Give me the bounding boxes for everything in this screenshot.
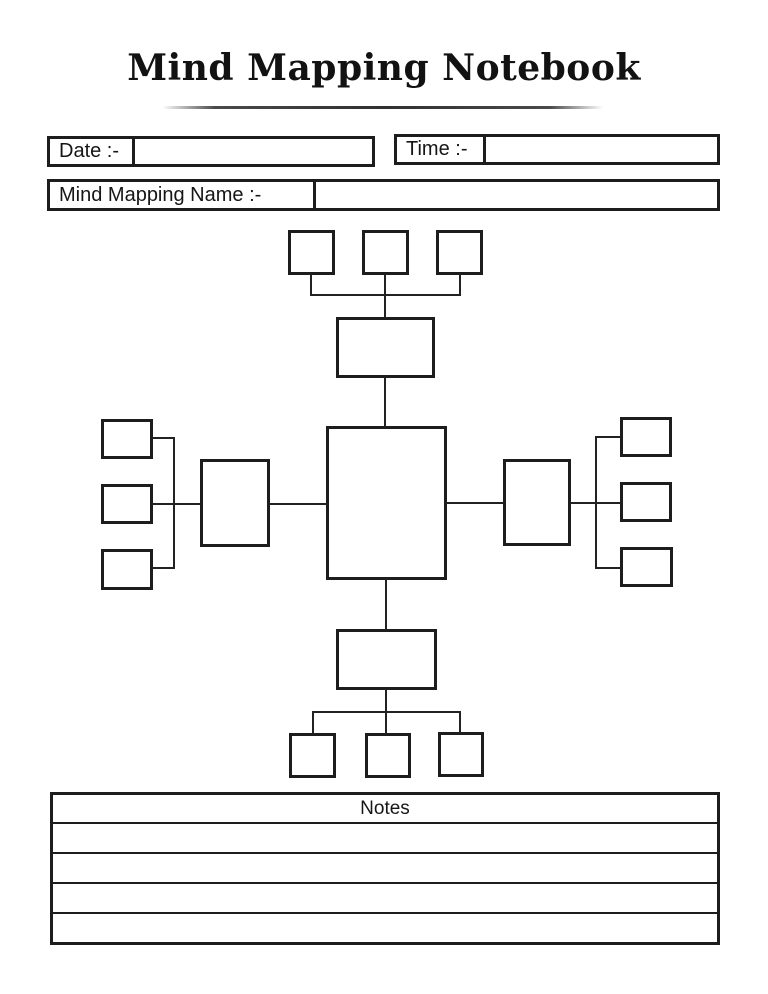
mindmap-node-center[interactable] [326,426,447,580]
mindmap-node-right-branch[interactable] [503,459,571,546]
connector-line [459,711,461,733]
mindmap-node-left-small-2[interactable] [101,484,153,524]
page-title: Mind Mapping Notebook [127,47,641,89]
connector-line [152,437,175,439]
mindmap-node-left-small-3[interactable] [101,549,153,590]
mindmap-node-left-small-1[interactable] [101,419,153,459]
notes-rows [53,822,717,942]
mindmap-node-bottom-small-2[interactable] [365,733,411,778]
connector-line [384,377,386,427]
connector-line [595,502,621,504]
mindmap-node-top-small-3[interactable] [436,230,483,275]
date-input[interactable] [135,139,372,164]
mindmap-node-top-small-1[interactable] [288,230,335,275]
notes-row[interactable] [53,912,717,942]
connector-line [152,503,201,505]
notes-section: Notes [50,792,720,945]
mindmap-node-bottom-small-1[interactable] [289,733,336,778]
notes-row[interactable] [53,882,717,912]
connector-line [312,711,314,734]
mindmap-node-right-small-2[interactable] [620,482,672,522]
time-field: Time :- [394,134,720,165]
mindmap-node-right-small-3[interactable] [620,547,673,587]
mindmap-node-left-branch[interactable] [200,459,270,547]
connector-line [570,502,597,504]
connector-line [385,711,387,734]
date-label: Date :- [50,139,135,164]
notes-row[interactable] [53,852,717,882]
connector-line [310,274,312,296]
mindmap-node-right-small-1[interactable] [620,417,672,457]
notes-header: Notes [360,797,410,819]
mind-mapping-name-field: Mind Mapping Name :- [47,179,720,211]
connector-line [385,689,387,713]
connector-line [595,436,621,438]
notes-row[interactable] [53,822,717,852]
connector-line [385,579,387,630]
mindmap-node-top-small-2[interactable] [362,230,409,275]
connector-line [446,502,504,504]
connector-line [459,274,461,296]
mindmap-node-bottom-branch[interactable] [336,629,437,690]
time-label: Time :- [397,137,486,162]
mind-mapping-name-label: Mind Mapping Name :- [50,182,316,208]
connector-line [152,567,175,569]
mindmap-node-top-branch[interactable] [336,317,435,378]
title-divider [162,106,603,109]
time-input[interactable] [486,137,717,162]
mindmap-node-bottom-small-3[interactable] [438,732,484,777]
mind-mapping-name-input[interactable] [316,182,717,208]
date-field: Date :- [47,136,375,167]
connector-line [595,567,621,569]
connector-line [269,503,327,505]
connector-line [384,274,386,318]
